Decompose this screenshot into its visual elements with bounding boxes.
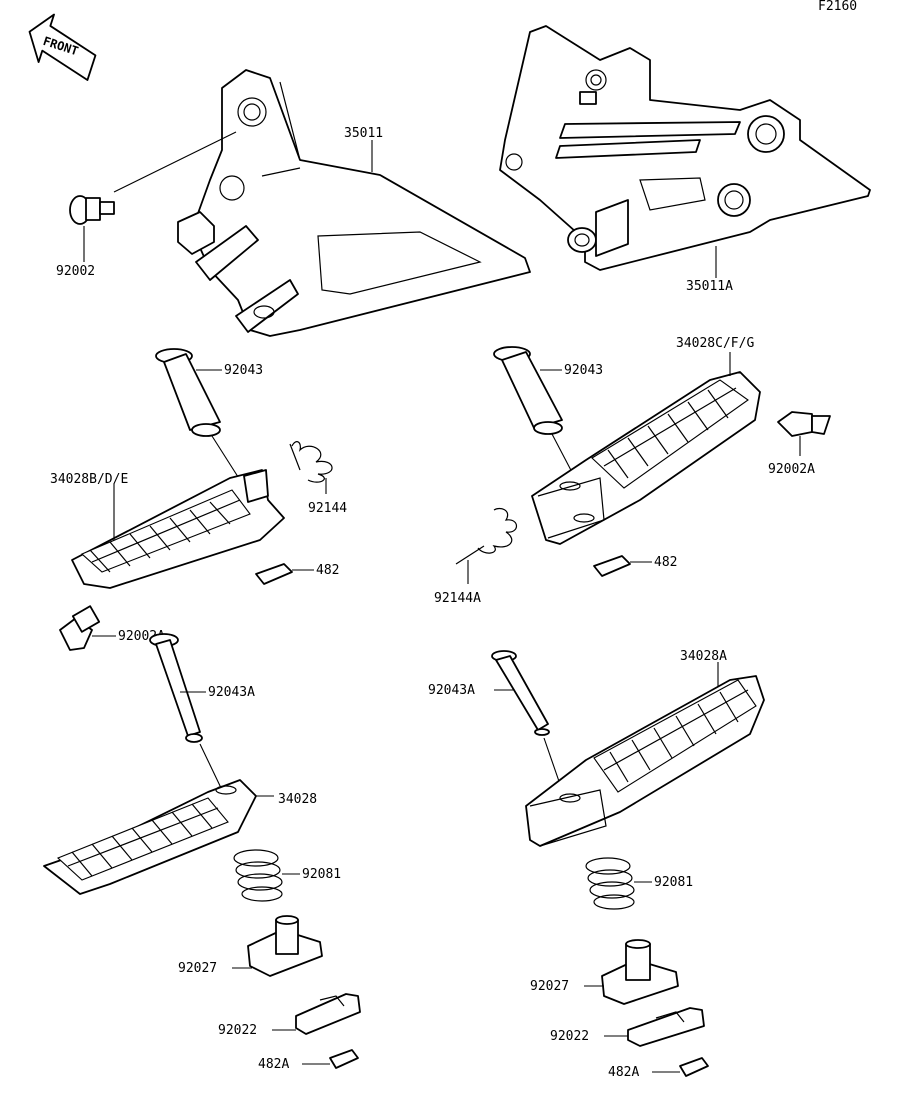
spring-92144A xyxy=(455,507,518,565)
label-92022-left: 92022 xyxy=(218,1023,257,1038)
footpeg-34028CFG xyxy=(531,371,761,545)
label-34028CFG: 34028C/F/G xyxy=(676,336,754,351)
label-34028BDE: 34028B/D/E xyxy=(50,472,128,487)
label-92043A-right: 92043A xyxy=(428,683,475,698)
footpeg-34028BDE xyxy=(71,469,285,589)
label-482-left: 482 xyxy=(316,563,339,578)
washer-482A-right xyxy=(679,1057,709,1077)
label-34028A: 34028A xyxy=(680,649,727,664)
stopper-92027-left xyxy=(247,915,323,977)
footpeg-34028A xyxy=(525,675,765,847)
label-482A-right: 482A xyxy=(608,1065,639,1080)
footpeg-tread-pattern xyxy=(603,387,737,479)
label-34028: 34028 xyxy=(278,792,317,807)
holder-92022-left xyxy=(295,993,361,1035)
label-92022-right: 92022 xyxy=(550,1029,589,1044)
label-92043-left: 92043 xyxy=(224,363,263,378)
label-92144: 92144 xyxy=(308,501,347,516)
bolt-92002A-right xyxy=(777,411,831,437)
spring-92081-right xyxy=(585,857,635,910)
pin-92043-left xyxy=(155,348,221,437)
label-35011: 35011 xyxy=(344,126,383,141)
pin-92043A-right xyxy=(491,650,550,736)
bracket-35011A xyxy=(499,25,871,271)
label-92027-right: 92027 xyxy=(530,979,569,994)
front-arrow-icon: FRONT xyxy=(28,13,97,81)
label-92043-right: 92043 xyxy=(564,363,603,378)
stopper-92027-right xyxy=(601,939,679,1005)
label-35011A: 35011A xyxy=(686,279,733,294)
footpeg-tread-pattern xyxy=(603,689,749,783)
bolt-92002A-left xyxy=(59,605,101,651)
figure-code: F2160 xyxy=(818,0,857,14)
bolt-92002 xyxy=(69,195,115,225)
label-92144A: 92144A xyxy=(434,591,481,606)
spring-92081-left xyxy=(233,849,283,902)
bracket-35011 xyxy=(177,69,531,337)
pin-92043-right xyxy=(493,346,563,435)
washer-482A-left xyxy=(329,1049,359,1069)
pin-92043A-left xyxy=(149,633,203,743)
label-92027-left: 92027 xyxy=(178,961,217,976)
label-92081-left: 92081 xyxy=(302,867,341,882)
washer-482-left xyxy=(255,563,293,585)
footpeg-34028 xyxy=(43,779,257,895)
label-482-right: 482 xyxy=(654,555,677,570)
label-92002: 92002 xyxy=(56,264,95,279)
label-482A-left: 482A xyxy=(258,1057,289,1072)
footpeg-tread-pattern xyxy=(67,803,219,877)
label-92081-right: 92081 xyxy=(654,875,693,890)
label-92002A-right: 92002A xyxy=(768,462,815,477)
spring-92144 xyxy=(289,441,333,483)
washer-482-right xyxy=(593,555,631,577)
label-92043A-left: 92043A xyxy=(208,685,255,700)
footpeg-tread-pattern xyxy=(89,499,241,573)
holder-92022-right xyxy=(627,1007,705,1047)
